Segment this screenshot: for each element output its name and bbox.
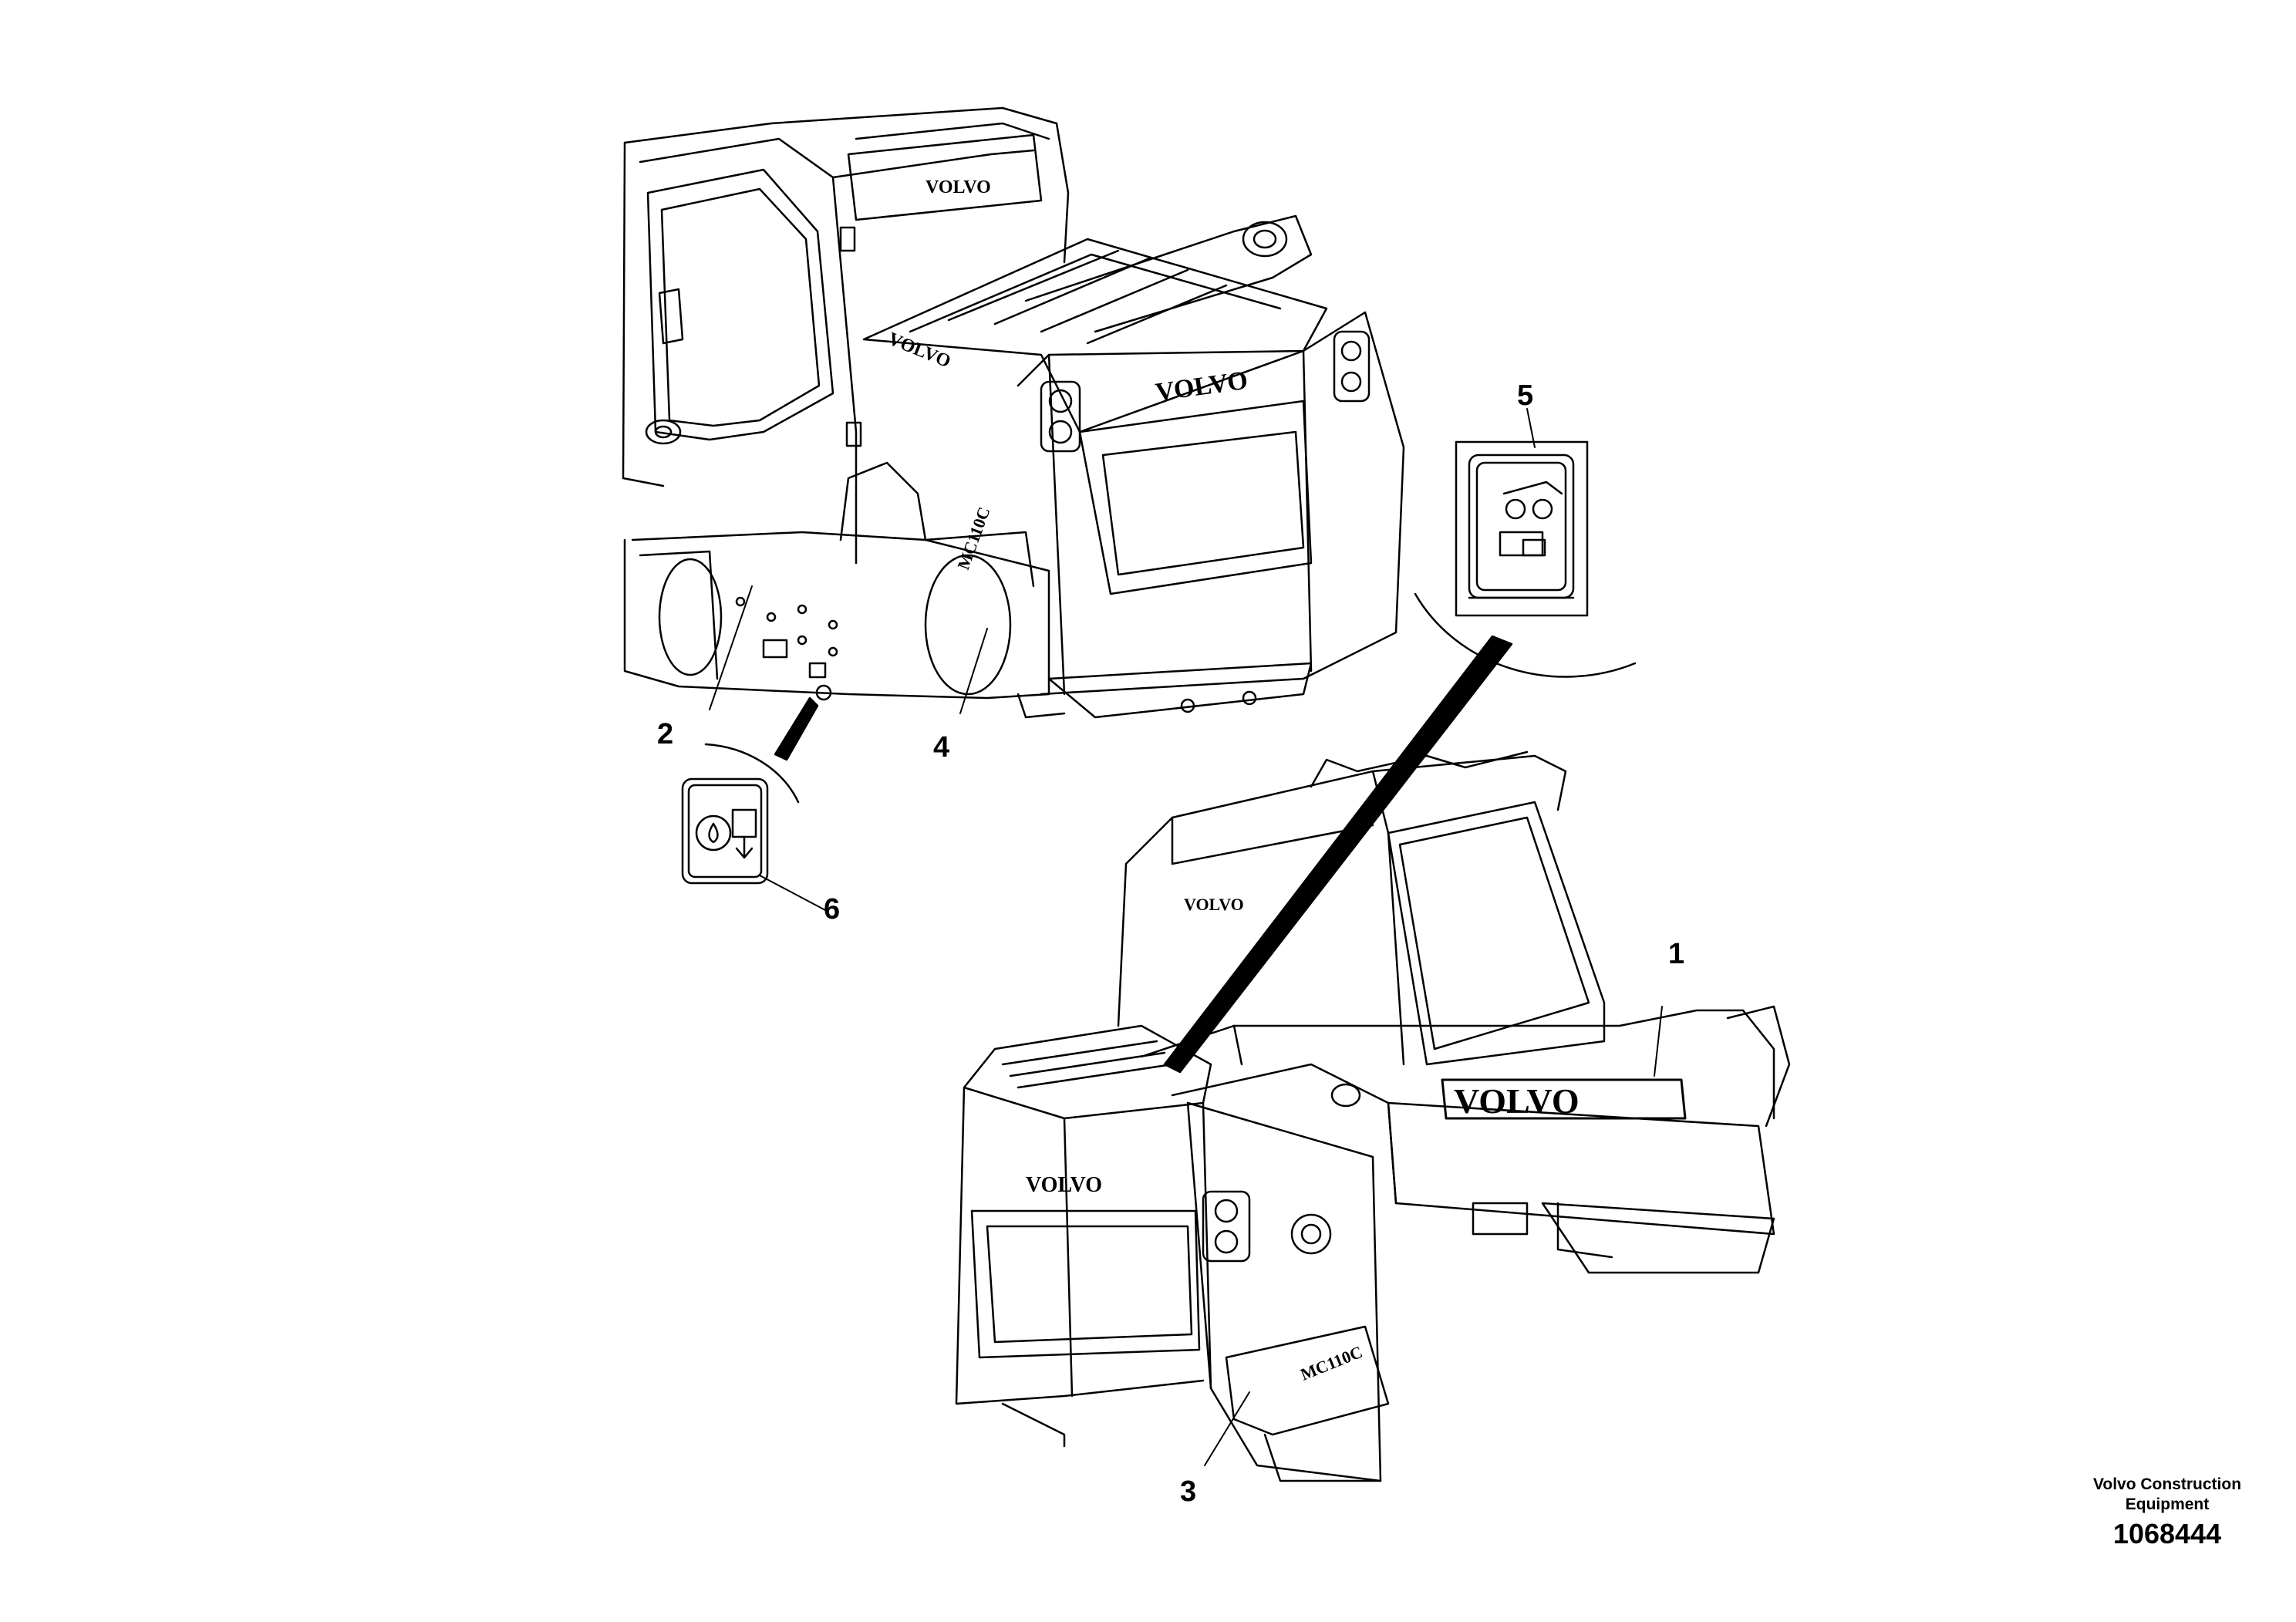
footer-brand-line1: Volvo Construction — [2092, 1475, 2242, 1493]
front-brand-decal: VOLVO — [1026, 1173, 1102, 1197]
callout-2: 2 — [657, 718, 674, 750]
detail-5-decal-sheet — [1163, 440, 1637, 1074]
machine-rear-view: VOLVO VOLVO VOLVO MC110C — [622, 106, 1405, 719]
machine-front-view: VOLVO VOLVO VOLVO MC110 — [955, 750, 1791, 1482]
front-arm-brand-decal: VOLVO — [1454, 1081, 1580, 1121]
leader-4 — [959, 628, 988, 714]
leader-1 — [1654, 1006, 1663, 1077]
drawing-number: 1068444 — [2112, 1518, 2222, 1549]
cab-side-brand-decal: VOLVO — [1184, 895, 1244, 914]
callout-3: 3 — [1180, 1475, 1197, 1508]
callout-5: 5 — [1517, 379, 1534, 412]
cab-top-brand-decal: VOLVO — [925, 177, 991, 197]
leader-3 — [1204, 1391, 1250, 1466]
footer-brand-line2: Equipment — [2125, 1496, 2210, 1513]
callout-4: 4 — [933, 731, 950, 764]
leader-6 — [759, 875, 826, 911]
leader-2 — [709, 585, 753, 710]
leader-5 — [1526, 408, 1536, 448]
rear-brand-decal: VOLVO — [1154, 366, 1249, 407]
front-model-decal: MC110C — [1298, 1342, 1366, 1384]
leader-lines — [709, 408, 1663, 1466]
callout-1: 1 — [1668, 938, 1685, 970]
callout-6: 6 — [824, 893, 841, 926]
detail-6-fluid-decal — [681, 696, 819, 885]
hood-brand-decal: VOLVO — [885, 329, 953, 372]
